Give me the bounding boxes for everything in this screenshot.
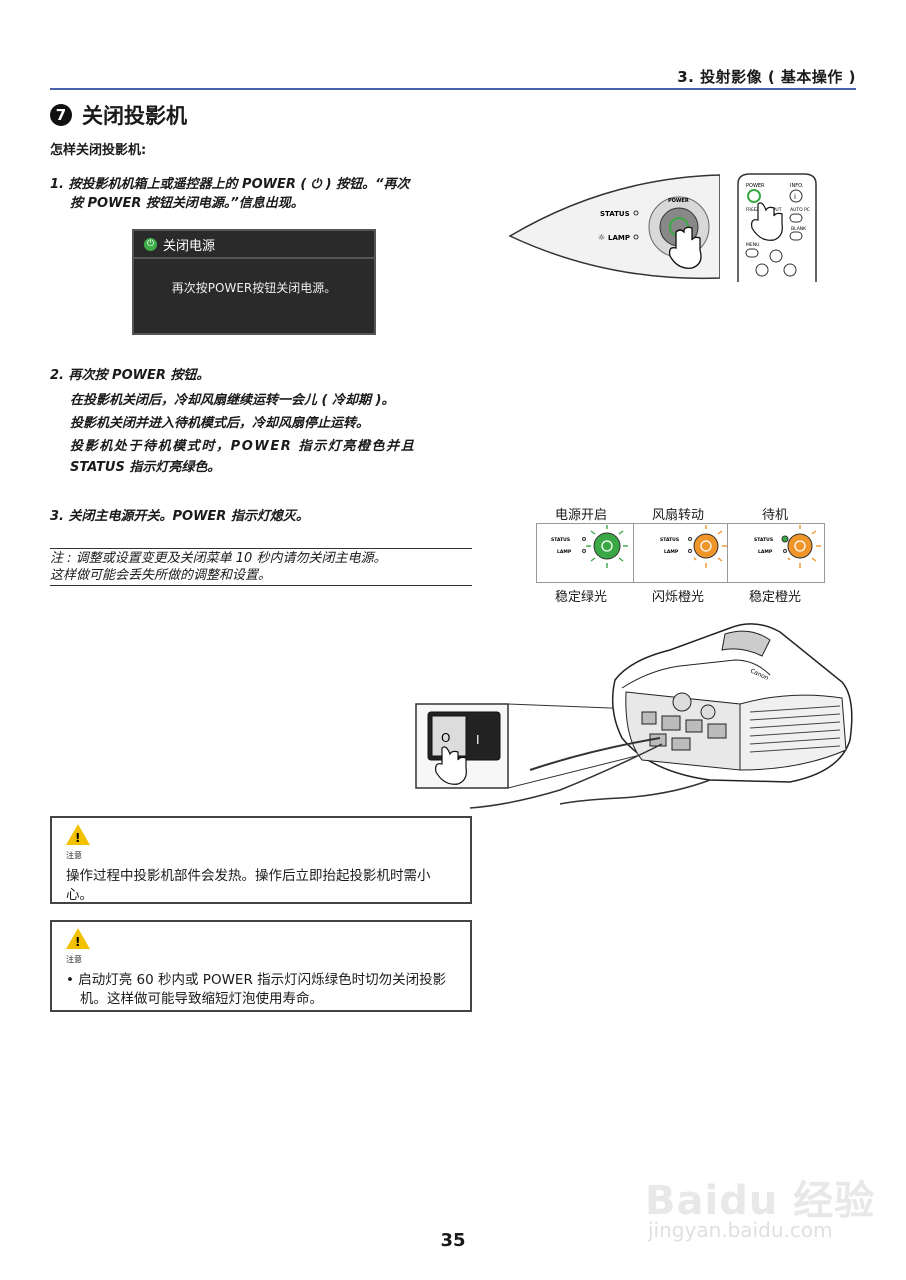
finger-switch-icon xyxy=(435,746,467,785)
projector-main-switch-illustration: O I Canon xyxy=(415,623,853,809)
indicator-2-graphic: STATUS LAMP xyxy=(660,525,727,568)
remote-power-label: POWER xyxy=(746,183,765,189)
caution-1-tag: 注意 xyxy=(66,851,82,860)
switch-on-mark: I xyxy=(476,733,480,747)
indicator-panel-fan-running: STATUS LAMP xyxy=(633,523,731,583)
remote-freeze-label: FREEZE xyxy=(746,207,762,212)
step-2-detail-4: STATUS 指示灯亮绿色。 xyxy=(70,460,221,475)
power-off-message-box: ⏻ 关闭电源 再次按POWER按钮关闭电源。 xyxy=(132,229,376,335)
indicator-1-graphic: STATUS LAMP xyxy=(551,525,628,568)
svg-text:i: i xyxy=(794,193,796,201)
note-line-1: 注 : 调整或设置变更及关闭菜单 10 秒内请勿关闭主电源。 xyxy=(50,551,387,566)
remote-control-illustration: POWER INFO. i FREEZE INPUT AUTO PC BLANK… xyxy=(737,173,817,282)
indicator-3-status-label: STATUS xyxy=(754,537,773,543)
subheading: 怎样关闭投影机: xyxy=(50,143,147,158)
indicator-2-state-label: 风扇转动 xyxy=(651,508,704,523)
remote-autopc-label: AUTO PC xyxy=(790,207,810,213)
indicator-3-power-icon xyxy=(794,540,806,552)
panel-lamp-label: LAMP xyxy=(608,234,630,242)
step-1: 1. 按投影机机箱上或遥控器上的 POWER ( ⏻ ) 按钮。“再次 按 PO… xyxy=(50,175,410,213)
chapter-title: 3. 投射影像 ( 基本操作 ) xyxy=(677,68,856,86)
caution-box-2: ! 注意 • 启动灯亮 60 秒内或 POWER 指示灯闪烁绿色时切勿关闭投影机… xyxy=(50,920,472,1012)
indicator-panel-power-on: STATUS LAMP xyxy=(536,523,634,583)
indicator-3-state-label: 待机 xyxy=(761,508,788,523)
svg-text:☼: ☼ xyxy=(598,233,605,242)
indicator-1-power-icon xyxy=(601,540,613,552)
finger-press-icon xyxy=(668,226,702,269)
remote-info-label: INFO. xyxy=(790,183,804,189)
step-2-detail-3: 投影机处于待机模式时，POWER 指示灯亮橙色并且 xyxy=(70,439,416,454)
step-2-line-1: 2. 再次按 POWER 按钮。 xyxy=(50,368,210,383)
header-divider xyxy=(50,88,856,90)
step-1-line-2: 按 POWER 按钮关闭电源。”信息出现。 xyxy=(70,196,304,211)
step-2-detail-1: 在投影机关闭后，冷却风扇继续运转一会儿 ( 冷却期 )。 xyxy=(70,393,395,408)
indicator-1-status-label: STATUS xyxy=(551,537,570,543)
step-2: 2. 再次按 POWER 按钮。 在投影机关闭后，冷却风扇继续运转一会儿 ( 冷… xyxy=(50,366,415,477)
remote-input-label: INPUT xyxy=(768,207,782,213)
remote-menu-label: MENU xyxy=(746,242,759,248)
indicator-1-lamp-label: LAMP xyxy=(557,549,572,555)
indicator-3-graphic: STATUS LAMP xyxy=(754,525,821,568)
warning-triangle-icon: ! xyxy=(66,824,90,845)
indicator-2-light-label: 闪烁橙光 xyxy=(651,590,704,605)
step-2-detail-2: 投影机关闭并进入待机模式后，冷却风扇停止运转。 xyxy=(70,416,370,431)
indicator-1-light-label: 稳定绿光 xyxy=(554,590,607,605)
caution-1-text: 操作过程中投影机部件会发热。操作后立即抬起投影机时需小心。 xyxy=(66,868,431,903)
watermark-logo: Baidu 经验 xyxy=(645,1178,876,1224)
projector-panel-illustration: STATUS ☼ LAMP POWER xyxy=(508,174,720,280)
note-line-2: 这样做可能会丢失所做的调整和设置。 xyxy=(50,568,272,583)
panel-status-label: STATUS xyxy=(600,210,630,218)
switch-off-mark: O xyxy=(441,731,450,745)
indicator-panel-standby: STATUS LAMP xyxy=(727,523,825,583)
indicator-3-light-label: 稳定橙光 xyxy=(748,590,801,605)
step-3: 3. 关闭主电源开关。POWER 指示灯熄灭。 xyxy=(50,509,309,524)
message-box-body: 再次按POWER按钮关闭电源。 xyxy=(171,281,337,295)
step-1-line-1: 1. 按投影机机箱上或遥控器上的 POWER ( ⏻ ) 按钮。“再次 xyxy=(50,177,410,192)
caution-box-1: ! 注意 操作过程中投影机部件会发热。操作后立即抬起投影机时需小心。 xyxy=(50,816,472,904)
message-box-header: ⏻ 关闭电源 xyxy=(134,231,374,259)
power-icon: ⏻ xyxy=(144,237,157,251)
indicator-1-state-label: 电源开启 xyxy=(554,508,607,523)
section-number-badge: 7 xyxy=(50,104,72,126)
remote-blank-label: BLANK xyxy=(791,226,807,232)
warning-triangle-icon: ! xyxy=(66,928,90,949)
note-box: 注 : 调整或设置变更及关闭菜单 10 秒内请勿关闭主电源。 这样做可能会丢失所… xyxy=(50,548,472,586)
indicator-3-lamp-label: LAMP xyxy=(758,549,773,555)
indicator-2-lamp-label: LAMP xyxy=(664,549,679,555)
indicator-2-power-icon xyxy=(700,540,712,552)
caution-2-tag: 注意 xyxy=(66,955,82,964)
message-box-title: 关闭电源 xyxy=(163,238,216,254)
caution-2-text: • 启动灯亮 60 秒内或 POWER 指示灯闪烁绿色时切勿关闭投影机。这样做可… xyxy=(66,972,447,1007)
watermark-url: jingyan.baidu.com xyxy=(648,1218,833,1242)
page-number: 35 xyxy=(440,1230,466,1251)
panel-power-label: POWER xyxy=(668,198,689,204)
finger-press-remote-icon xyxy=(751,202,783,241)
section-title: 关闭投影机 xyxy=(82,104,187,128)
remote-power-button xyxy=(747,189,761,203)
indicator-2-status-label: STATUS xyxy=(660,537,679,543)
